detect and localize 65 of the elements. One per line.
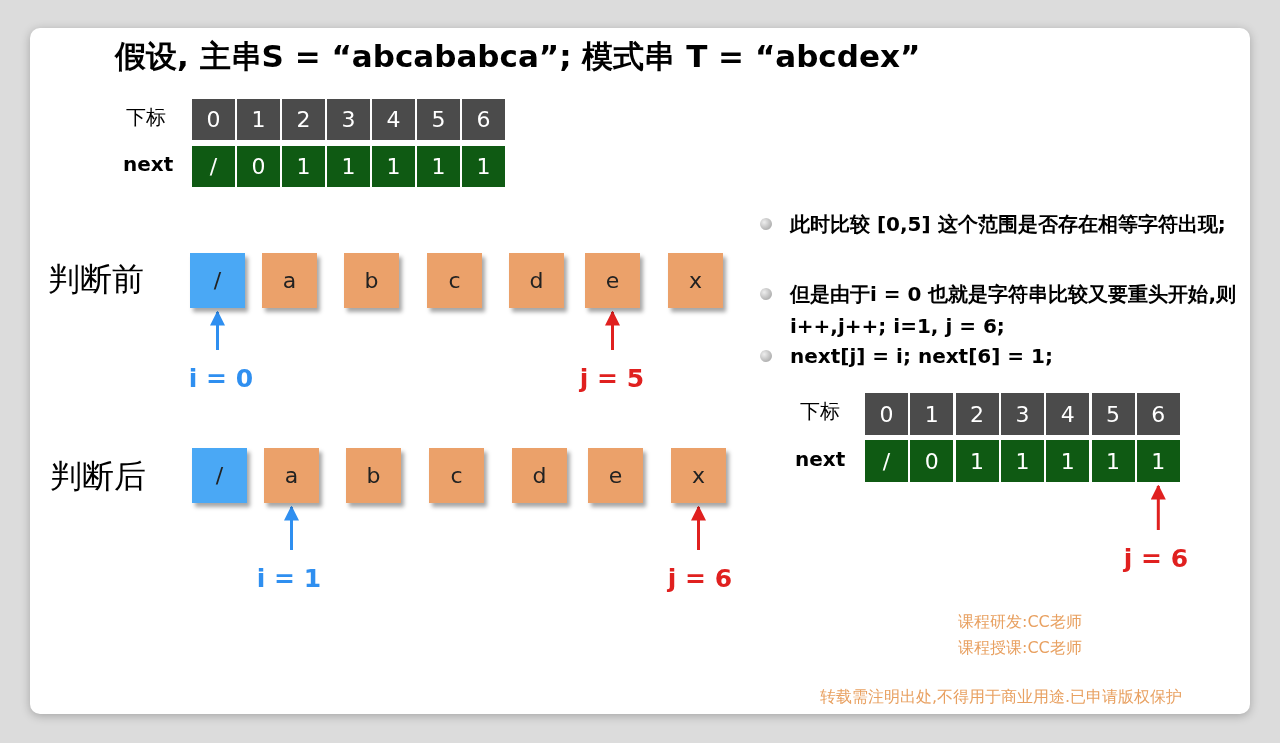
table-cell: 2 (282, 99, 325, 140)
array-cell: d (509, 253, 564, 308)
table-cell: 1 (955, 440, 999, 482)
array-cell: / (190, 253, 245, 308)
array-cell: d (512, 448, 567, 503)
table-cell: 4 (1046, 393, 1090, 435)
table-cell: 1 (910, 393, 954, 435)
table-cell: 1 (462, 146, 505, 187)
table-cell: 5 (417, 99, 460, 140)
table-cell: / (192, 146, 235, 187)
table-cell: 2 (955, 393, 999, 435)
array-cell: b (344, 253, 399, 308)
bullet-text: 但是由于i = 0 也就是字符串比较又要重头开始,则 i++,j++; i=1, j = 6; (790, 281, 1237, 340)
table-cell: 5 (1091, 393, 1135, 435)
credit-text: 课程授课:CC老师 (958, 638, 1082, 659)
array-cell: / (192, 448, 247, 503)
table-cell: 0 (910, 440, 954, 482)
row-label: 判断后 (50, 456, 146, 497)
table-cell: 1 (1046, 440, 1090, 482)
table-cell: 1 (327, 146, 370, 187)
table-cell: 1 (372, 146, 415, 187)
arrow (605, 310, 620, 350)
table-cell: 3 (327, 99, 370, 140)
table-cell: 1 (417, 146, 460, 187)
array-cell: x (668, 253, 723, 308)
table-cell: 0 (237, 146, 280, 187)
array-cell: e (588, 448, 643, 503)
table-cell: / (865, 440, 908, 482)
row-label: 下标 (800, 398, 840, 425)
table-cell: 6 (462, 99, 505, 140)
pointer-label: j = 6 (1122, 542, 1190, 574)
arrow (210, 310, 225, 350)
row-label: next (123, 152, 174, 176)
row-label: 下标 (126, 104, 166, 131)
pointer-label: i = 1 (256, 562, 322, 594)
array-cell: a (264, 448, 319, 503)
bullet-text: 此时比较 [0,5] 这个范围是否存在相等字符出现; (790, 211, 1227, 238)
table-cell: 1 (1136, 440, 1180, 482)
array-cell: b (346, 448, 401, 503)
pointer-label: j = 5 (578, 362, 646, 394)
array-cell: a (262, 253, 317, 308)
pointer-label: j = 6 (666, 562, 734, 594)
table-cell: 3 (1000, 393, 1044, 435)
pointer-label: i = 0 (188, 362, 254, 394)
array-cell: c (429, 448, 484, 503)
table-cell: 4 (372, 99, 415, 140)
table-cell: 1 (1091, 440, 1135, 482)
array-cell: x (671, 448, 726, 503)
row-label: next (795, 447, 846, 471)
row-label: 判断前 (48, 259, 144, 300)
notice-text: 转载需注明出处,不得用于商业用途.已申请版权保护 (820, 687, 1183, 708)
title: 假设, 主串S = “abcababca”; 模式串 T = “abcdex” (115, 37, 921, 76)
arrow (691, 505, 706, 550)
arrow (284, 505, 299, 550)
table-cell: 1 (237, 99, 280, 140)
array-cell: e (585, 253, 640, 308)
bullet-text: next[j] = i; next[6] = 1; (790, 343, 1054, 370)
credit-text: 课程研发:CC老师 (958, 612, 1082, 633)
arrow (1150, 484, 1166, 530)
table-cell: 0 (192, 99, 235, 140)
table-cell: 1 (282, 146, 325, 187)
table-cell: 0 (865, 393, 908, 435)
table-cell: 1 (1000, 440, 1044, 482)
table-cell: 6 (1136, 393, 1180, 435)
array-cell: c (427, 253, 482, 308)
